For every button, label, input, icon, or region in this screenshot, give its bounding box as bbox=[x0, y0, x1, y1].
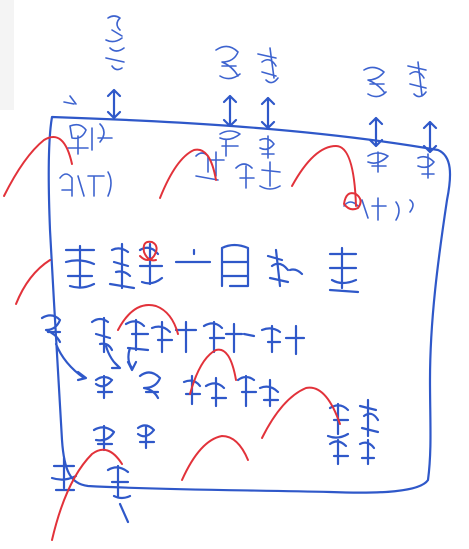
paper-edge-shadow bbox=[0, 0, 14, 110]
middle-row bbox=[64, 240, 360, 294]
lower-right-cluster bbox=[326, 398, 380, 466]
lower-left-cluster bbox=[40, 314, 306, 524]
top-column-1 bbox=[59, 15, 125, 197]
top-column-2 bbox=[195, 45, 281, 190]
margin-tick-mark bbox=[63, 95, 77, 105]
top-column-3 bbox=[343, 61, 438, 221]
red-arcs bbox=[3, 136, 362, 541]
